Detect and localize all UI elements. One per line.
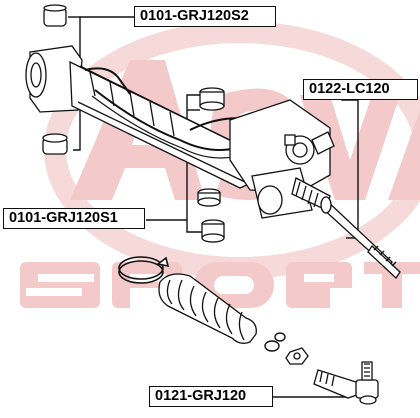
part-label-tie-rod-end: 0121-GRJ120 <box>149 386 273 407</box>
bushing-lower-parts <box>197 87 225 243</box>
part-label-lower-bushing: 0101-GRJ120S1 <box>3 208 145 229</box>
tie-rod-end <box>313 361 379 405</box>
rack-boot <box>158 273 257 344</box>
boot-clamp-large <box>118 256 170 284</box>
rack-housing <box>25 45 401 279</box>
boot-clamp-small <box>264 332 286 352</box>
part-label-upper-bushing: 0101-GRJ120S2 <box>134 6 276 27</box>
lock-nut <box>285 347 309 365</box>
part-label-rack-assembly: 0122-LC120 <box>303 79 418 100</box>
